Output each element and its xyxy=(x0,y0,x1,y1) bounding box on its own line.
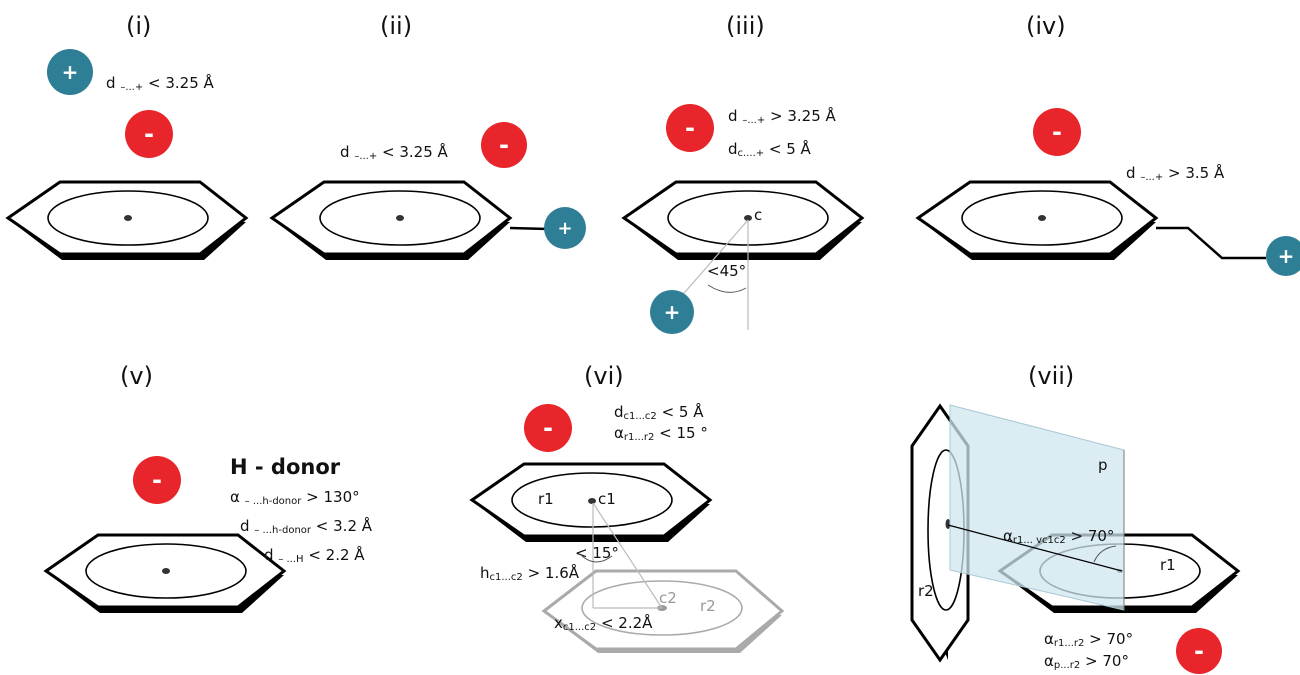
cation-i: + xyxy=(47,49,93,95)
anion-vii: - xyxy=(1176,628,1222,674)
distance-label-vi: dc1...c2 < 5 Å xyxy=(614,403,704,422)
benzene-ring-r1-vi xyxy=(469,462,713,542)
angle-label-iii: <45° xyxy=(707,262,747,280)
geometry-lines-vi xyxy=(581,502,663,609)
ring-label-r1-vii: r1 xyxy=(1160,556,1176,574)
offset-label-vi: xc1...c2 < 2.2Å xyxy=(554,614,653,633)
angle-label-v: α – ...h-donor > 130° xyxy=(230,488,360,507)
anion-i: - xyxy=(125,110,173,158)
cation-iii: + xyxy=(650,290,694,334)
benzene-ring-iv xyxy=(915,180,1266,260)
angle-label-vi-2: < 15° xyxy=(575,544,619,562)
benzene-ring-iii xyxy=(621,180,865,330)
benzene-ring-i xyxy=(5,180,249,260)
panel-label-vi: (vi) xyxy=(584,362,624,390)
panel-label-vii: (vii) xyxy=(1028,362,1075,390)
anion-iv: - xyxy=(1033,108,1081,156)
center-label-c1: c1 xyxy=(598,490,616,508)
panel-label-iii: (iii) xyxy=(726,12,765,40)
panel-label-i: (i) xyxy=(126,12,152,40)
center-label-c2: c2 xyxy=(659,589,677,607)
distance-label-i: d –...+ < 3.25 Å xyxy=(106,74,214,93)
benzene-ring-r2-vi xyxy=(541,569,785,653)
panel-label-iv: (iv) xyxy=(1026,12,1066,40)
distance-label-iii-2: dc....+ < 5 Å xyxy=(728,140,811,159)
anion-v: - xyxy=(133,456,181,504)
panel-label-ii: (ii) xyxy=(380,12,413,40)
angle-label-vii-2: αr1...r2 > 70° xyxy=(1044,630,1134,649)
panel-label-v: (v) xyxy=(120,362,153,390)
anion-iii: - xyxy=(666,104,714,152)
ring-label-r2-vii: r2 xyxy=(918,582,934,600)
benzene-ring-v xyxy=(43,533,287,613)
cation-ii: + xyxy=(544,207,586,249)
angle-label-vi-1: αr1...r2 < 15 ° xyxy=(614,424,708,443)
distance-label-v-1: d – ...h-donor < 3.2 Å xyxy=(240,517,373,536)
plane-p-vii xyxy=(947,404,1125,611)
distance-label-iv: d –...+ > 3.5 Å xyxy=(1126,164,1225,183)
distance-label-v-2: d – ...H < 2.2 Å xyxy=(264,546,365,565)
benzene-ring-ii xyxy=(269,180,549,260)
ring-label-r1-vi: r1 xyxy=(538,490,554,508)
center-label-c: c xyxy=(754,206,763,224)
ring-label-r2-vi: r2 xyxy=(700,597,716,615)
h-donor-title: H - donor xyxy=(230,455,341,479)
angle-label-vii-3: αp...r2 > 70° xyxy=(1044,652,1129,671)
plane-label-p: p xyxy=(1098,456,1108,474)
cation-iv: + xyxy=(1266,236,1300,276)
height-label-vi: hc1...c2 > 1.6Å xyxy=(480,564,580,583)
distance-label-ii: d –...+ < 3.25 Å xyxy=(340,143,448,162)
anion-vi: - xyxy=(524,404,572,452)
anion-ii: - xyxy=(481,122,527,168)
distance-label-iii-1: d –...+ > 3.25 Å xyxy=(728,107,836,126)
angle-label-vii-1: αr1... vc1c2 > 70° xyxy=(1003,527,1115,546)
